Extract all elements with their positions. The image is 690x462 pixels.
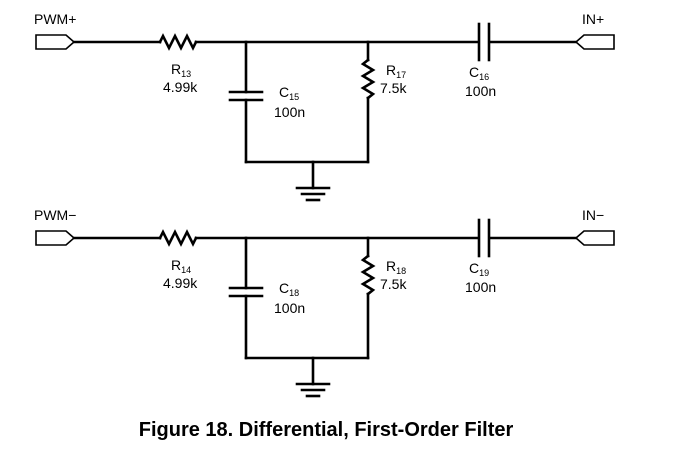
capacitor-c15-value: 100n — [274, 104, 305, 120]
input-port-label: PWM− — [34, 207, 76, 223]
output-port-label: IN+ — [582, 11, 604, 27]
input-port-icon — [35, 34, 76, 50]
resistor-r14-icon — [158, 229, 198, 247]
resistor-r14-ref: R14 — [171, 257, 191, 275]
capacitor-c16-ref: C16 — [469, 64, 489, 82]
output-port-icon — [574, 230, 615, 246]
capacitor-c15-ref: C15 — [279, 84, 299, 102]
capacitor-c19-icon — [477, 218, 491, 258]
resistor-r18-ref: R18 — [386, 258, 406, 276]
capacitor-c19-ref: C19 — [469, 260, 489, 278]
output-port-icon — [574, 34, 615, 50]
resistor-r13-icon — [158, 33, 198, 51]
capacitor-c18-ref: C18 — [279, 280, 299, 298]
capacitor-c19-value: 100n — [465, 279, 496, 295]
resistor-r13-ref: R13 — [171, 61, 191, 79]
ground-icon — [295, 382, 331, 398]
ground-icon — [295, 186, 331, 202]
input-port-label: PWM+ — [34, 11, 76, 27]
resistor-r14-value: 4.99k — [163, 275, 198, 291]
input-port-icon — [35, 230, 76, 246]
capacitor-c18-value: 100n — [274, 300, 305, 316]
capacitor-c16-icon — [477, 22, 491, 62]
channel-negative: PWM− R14 4.99k C18 100n R18 7.5k — [34, 207, 615, 398]
figure-caption: Figure 18. Differential, First-Order Fil… — [138, 419, 514, 441]
resistor-r17-ref: R17 — [386, 62, 406, 80]
resistor-r17-icon — [360, 58, 376, 100]
resistor-r18-icon — [360, 254, 376, 296]
resistor-r13-value: 4.99k — [163, 79, 198, 95]
output-port-label: IN− — [582, 207, 604, 223]
capacitor-c16-value: 100n — [465, 83, 496, 99]
channel-positive: PWM+ R13 4.99k C15 100n R17 7.5k — [34, 11, 615, 202]
resistor-r17-value: 7.5k — [380, 80, 407, 96]
resistor-r18-value: 7.5k — [380, 276, 407, 292]
